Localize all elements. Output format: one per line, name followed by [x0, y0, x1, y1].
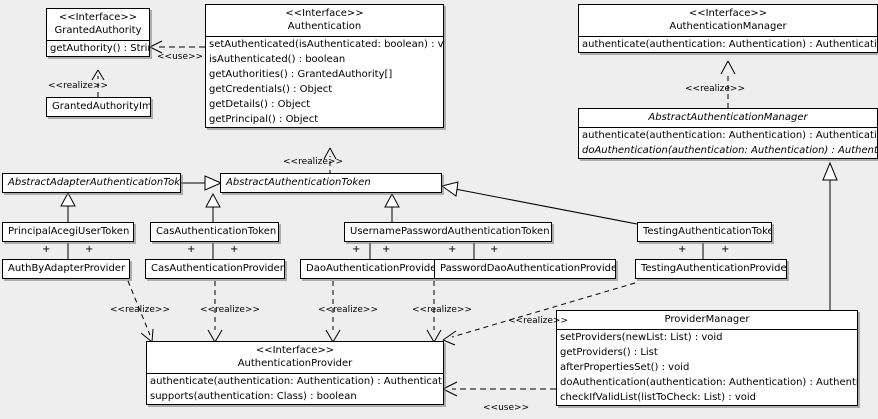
multiplicity-marker: + — [382, 244, 391, 255]
edge-label-realize-testing-authentication-provider: <<realize>> — [508, 316, 568, 326]
class-principal-acegi-user-token[interactable]: PrincipalAcegiUserToken — [2, 222, 134, 242]
edge-label-realize-granted-authority-impl: <<realize>> — [48, 81, 108, 91]
operations-compartment: setProviders(newList: List) : void getPr… — [557, 329, 857, 405]
operation: setProviders(newList: List) : void — [560, 332, 723, 343]
class-abstract-adapter-authentication-token[interactable]: AbstractAdapterAuthenticationToken — [2, 173, 181, 193]
multiplicity-marker: + — [352, 244, 361, 255]
operations-compartment: authenticate(authentication: Authenticat… — [579, 127, 877, 158]
class-name: AuthByAdapterProvider — [8, 263, 126, 274]
operations-compartment: authenticate(authentication: Authenticat… — [579, 36, 877, 52]
class-auth-by-adapter-provider[interactable]: AuthByAdapterProvider — [2, 259, 130, 279]
class-name: CasAuthenticationProvider — [151, 263, 284, 274]
class-header: <<Interface>> GrantedAuthority — [47, 9, 149, 40]
multiplicity-marker: + — [490, 244, 499, 255]
class-authentication[interactable]: <<Interface>> Authentication setAuthenti… — [205, 4, 444, 128]
operation: isAuthenticated() : boolean — [209, 54, 346, 65]
operation: checkIfValidList(listToCheck: List) : vo… — [560, 392, 757, 403]
class-testing-authentication-token[interactable]: TestingAuthenticationToken — [637, 222, 772, 242]
class-abstract-authentication-manager[interactable]: AbstractAuthenticationManager authentica… — [578, 108, 878, 159]
edge-label-realize-abstract-authentication-manager: <<realize>> — [685, 84, 745, 94]
class-abstract-authentication-token[interactable]: AbstractAuthenticationToken — [220, 173, 442, 193]
operation: setAuthenticated(isAuthenticated: boolea… — [209, 39, 444, 50]
operation: getAuthority() : String — [50, 43, 150, 54]
multiplicity-marker: + — [85, 244, 94, 255]
class-name: DaoAuthenticationProvider — [306, 263, 435, 274]
operation: doAuthentication(authentication: Authent… — [560, 377, 858, 388]
multiplicity-marker: + — [448, 244, 457, 255]
edge-label-realize-password-dao-authentication-provider: <<realize>> — [412, 305, 472, 315]
class-name: AuthenticationManager — [669, 21, 787, 32]
multiplicity-marker: + — [42, 244, 51, 255]
edge-label-realize-abstract-authentication-token: <<realize>> — [283, 157, 343, 167]
class-name: PasswordDaoAuthenticationProvider — [440, 263, 616, 274]
edge-label-realize-cas-authentication-provider: <<realize>> — [200, 305, 260, 315]
operation: authenticate(authentication: Authenticat… — [582, 39, 878, 50]
class-testing-authentication-provider[interactable]: TestingAuthenticationProvider — [635, 259, 787, 279]
operation-abstract: doAuthentication(authentication: Authent… — [582, 145, 878, 156]
class-username-password-authentication-token[interactable]: UsernamePasswordAuthenticationToken — [344, 222, 552, 242]
multiplicity-marker: + — [678, 244, 687, 255]
operations-compartment: authenticate(authentication: Authenticat… — [147, 373, 443, 404]
stereotype-label: <<Interface>> — [688, 8, 768, 19]
operation: authenticate(authentication: Authenticat… — [150, 376, 444, 387]
stereotype-label: <<Interface>> — [255, 345, 335, 356]
class-name: AbstractAuthenticationToken — [226, 177, 371, 188]
operation: getPrincipal() : Object — [209, 114, 319, 125]
operation: supports(authentication: Class) : boolea… — [150, 391, 357, 402]
edge-label-use-authentication-provider: <<use>> — [483, 403, 530, 413]
class-granted-authority[interactable]: <<Interface>> GrantedAuthority getAuthor… — [46, 8, 150, 57]
operation: afterPropertiesSet() : void — [560, 362, 690, 373]
operation: authenticate(authentication: Authenticat… — [582, 130, 878, 141]
class-name: Authentication — [287, 21, 362, 32]
class-name: GrantedAuthorityImpl — [52, 101, 151, 112]
operation: getAuthorities() : GrantedAuthority[] — [209, 69, 393, 80]
class-authentication-manager[interactable]: <<Interface>> AuthenticationManager auth… — [578, 4, 878, 53]
multiplicity-marker: + — [230, 244, 239, 255]
class-authentication-provider[interactable]: <<Interface>> AuthenticationProvider aut… — [146, 341, 444, 405]
class-name: CasAuthenticationToken — [156, 226, 277, 237]
edge-label-realize-auth-by-adapter-provider: <<realize>> — [110, 305, 170, 315]
class-name: AbstractAdapterAuthenticationToken — [8, 177, 181, 188]
stereotype-label: <<Interface>> — [285, 8, 364, 19]
operation: getCredentials() : Object — [209, 84, 333, 95]
class-header: <<Interface>> AuthenticationProvider — [147, 342, 443, 373]
class-name: GrantedAuthority — [54, 25, 142, 36]
class-dao-authentication-provider[interactable]: DaoAuthenticationProvider — [300, 259, 435, 279]
class-header: <<Interface>> Authentication — [206, 5, 443, 36]
class-header: ProviderManager — [557, 311, 857, 329]
class-name: ProviderManager — [664, 314, 750, 325]
class-name: TestingAuthenticationProvider — [641, 263, 787, 274]
edge-label-realize-dao-authentication-provider: <<realize>> — [318, 305, 378, 315]
class-name: UsernamePasswordAuthenticationToken — [350, 226, 550, 237]
class-cas-authentication-provider[interactable]: CasAuthenticationProvider — [145, 259, 285, 279]
multiplicity-marker: + — [187, 244, 196, 255]
class-name: AbstractAuthenticationManager — [648, 112, 808, 123]
operations-compartment: getAuthority() : String — [47, 40, 149, 56]
multiplicity-marker: + — [721, 244, 730, 255]
stereotype-label: <<Interface>> — [58, 12, 138, 23]
operation: getProviders() : List — [560, 347, 658, 358]
class-name: PrincipalAcegiUserToken — [8, 226, 130, 237]
class-name: TestingAuthenticationToken — [643, 226, 772, 237]
edge-label-use-granted-authority: <<use>> — [157, 52, 204, 62]
class-name: AuthenticationProvider — [237, 358, 353, 369]
operations-compartment: setAuthenticated(isAuthenticated: boolea… — [206, 36, 443, 127]
class-provider-manager[interactable]: ProviderManager setProviders(newList: Li… — [556, 310, 858, 406]
class-header: AbstractAuthenticationManager — [579, 109, 877, 127]
class-password-dao-authentication-provider[interactable]: PasswordDaoAuthenticationProvider — [434, 259, 616, 279]
class-granted-authority-impl[interactable]: GrantedAuthorityImpl — [46, 97, 151, 117]
operation: getDetails() : Object — [209, 99, 311, 110]
class-cas-authentication-token[interactable]: CasAuthenticationToken — [150, 222, 279, 242]
class-header: <<Interface>> AuthenticationManager — [579, 5, 877, 36]
